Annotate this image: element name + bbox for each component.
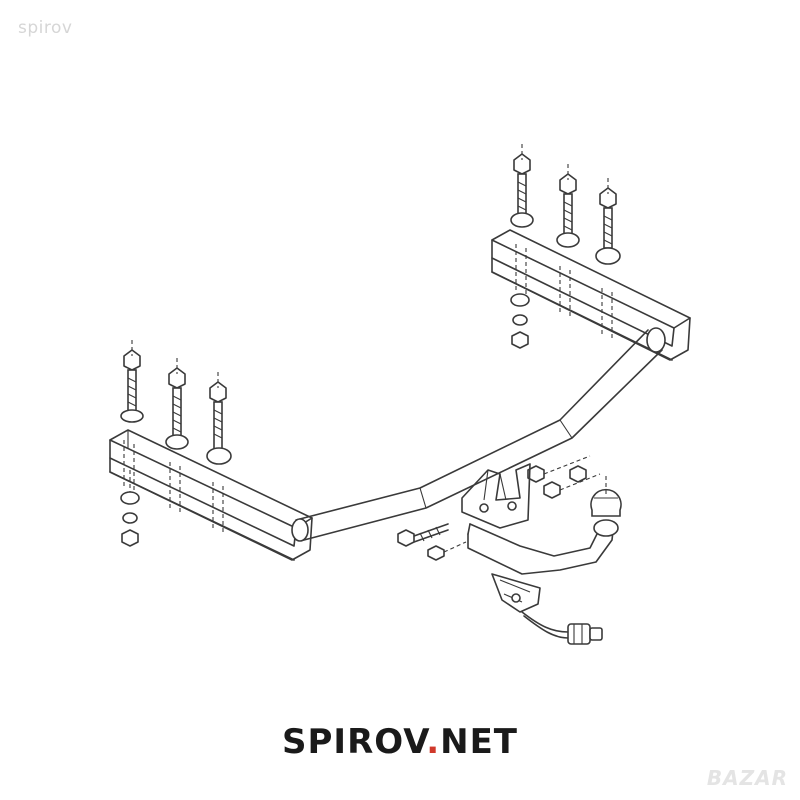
left-bolt-set [120,340,232,547]
arm-fixing-bolt [397,523,467,561]
right-bolt-set [510,144,621,349]
corner-watermark: spirov [18,18,73,38]
socket-bracket-and-cable [491,573,603,645]
tow-hook-arm [467,476,622,575]
bazar-watermark: BAZAR [706,766,788,790]
left-bracket [109,429,313,561]
brand-logo-text: SPIROV.NET [0,722,800,762]
hitch-mount-plate [461,455,601,529]
brand-name: SPIROV [282,722,427,762]
brand-dot: . [426,722,441,762]
brand-tld: NET [440,722,518,762]
right-bracket [491,229,691,361]
